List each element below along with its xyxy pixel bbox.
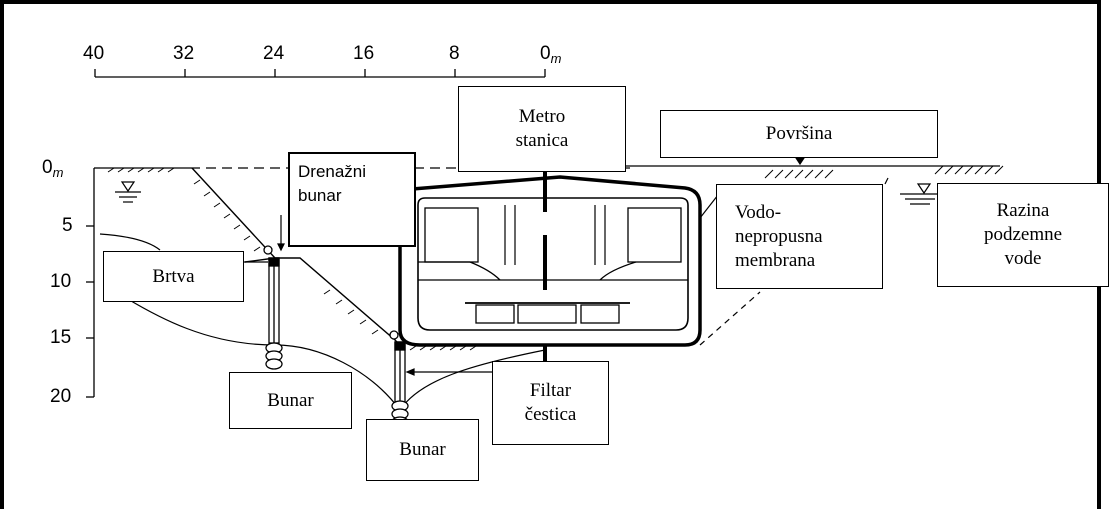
depth-tick: 20 xyxy=(50,386,72,407)
top-scale xyxy=(94,69,546,78)
leader-lines xyxy=(243,148,889,376)
depth-tick: 5 xyxy=(62,215,73,236)
seal-label: Brtva xyxy=(103,251,244,302)
top-scale-tick: 32 xyxy=(173,43,195,64)
top-scale-tick: 40 xyxy=(83,43,105,64)
well-pipe-right xyxy=(389,330,409,428)
depth-tick-zero: 0m xyxy=(42,157,64,181)
top-scale-tick: 16 xyxy=(353,43,375,64)
depth-tick: 10 xyxy=(50,271,72,292)
top-scale-tick-zero: 0m xyxy=(540,43,562,67)
top-scale-tick: 24 xyxy=(263,43,285,64)
surface-label: Površina xyxy=(660,110,938,158)
slope-hatching xyxy=(107,165,1004,351)
water-table-symbol-left xyxy=(115,181,141,203)
top-scale-tick: 8 xyxy=(449,43,460,64)
well-label-right: Bunar xyxy=(366,419,479,481)
depth-scale xyxy=(86,167,100,398)
depth-tick: 15 xyxy=(50,327,72,348)
well-pipe-left xyxy=(263,245,283,370)
water-table-symbol-right xyxy=(900,183,940,205)
well-label-left: Bunar xyxy=(229,372,352,429)
